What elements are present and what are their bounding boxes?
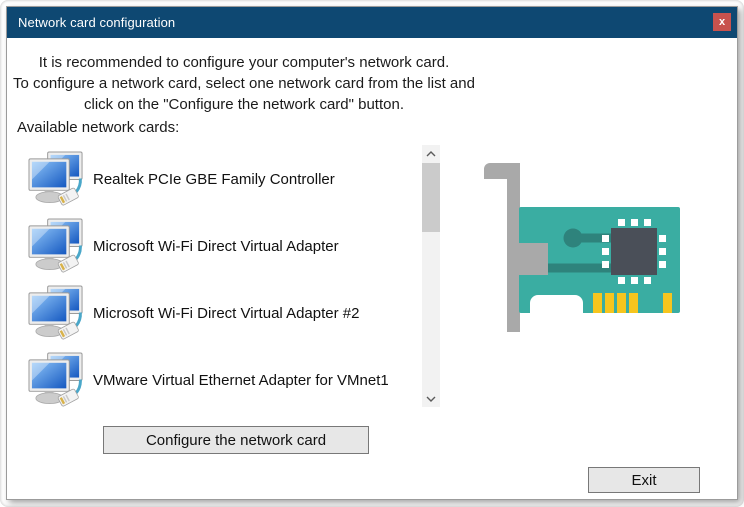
- network-adapter-icon: [28, 151, 83, 206]
- network-card-item[interactable]: Microsoft Wi-Fi Direct Virtual Adapter: [28, 213, 418, 280]
- network-card-item[interactable]: Realtek PCIe GBE Family Controller: [28, 146, 418, 213]
- front-monitor: [28, 225, 70, 258]
- network-card-item[interactable]: VMware Virtual Ethernet Adapter for VMne…: [28, 347, 418, 414]
- card-chip: [611, 228, 657, 275]
- rj45-connector: [57, 312, 82, 340]
- scroll-up-button[interactable]: [422, 145, 440, 162]
- chevron-up-icon: [426, 150, 436, 156]
- network-card-illustration: [484, 163, 680, 332]
- chevron-down-icon: [426, 396, 436, 402]
- rj45-connector: [57, 379, 82, 407]
- network-card-label: Microsoft Wi-Fi Direct Virtual Adapter #…: [93, 305, 360, 322]
- rj45-connector: [57, 245, 82, 273]
- card-traces: [548, 228, 613, 273]
- scrollbar-thumb[interactable]: [422, 163, 440, 232]
- network-adapter-icon: [28, 285, 83, 340]
- network-card-label: VMware Virtual Ethernet Adapter for VMne…: [93, 372, 389, 389]
- network-card-item[interactable]: Microsoft Wi-Fi Direct Virtual Adapter #…: [28, 280, 418, 347]
- front-monitor: [28, 292, 70, 325]
- intro-line-1: It is recommended to configure your comp…: [38, 54, 450, 71]
- card-port: [507, 243, 548, 275]
- network-card-label: Realtek PCIe GBE Family Controller: [93, 171, 335, 188]
- card-gold-pins: [593, 293, 672, 313]
- network-adapter-icon: [28, 218, 83, 273]
- list-label: Available network cards:: [17, 119, 180, 136]
- title-bar[interactable]: Network card configuration x: [7, 7, 737, 38]
- network-adapter-icon: [28, 352, 83, 407]
- exit-button[interactable]: Exit: [588, 467, 700, 493]
- close-button[interactable]: x: [713, 13, 731, 31]
- intro-text: It is recommended to configure your comp…: [9, 52, 479, 115]
- front-monitor: [28, 158, 70, 191]
- scroll-down-button[interactable]: [422, 390, 440, 407]
- dialog-window: Network card configuration x It is recom…: [6, 6, 738, 500]
- card-notch: [530, 295, 583, 321]
- network-card-list: Realtek PCIe GBE Family Controller: [28, 146, 418, 414]
- intro-line-3: click on the "Configure the network card…: [84, 96, 404, 113]
- network-card-label: Microsoft Wi-Fi Direct Virtual Adapter: [93, 238, 339, 255]
- card-bracket: [484, 163, 520, 332]
- configure-button[interactable]: Configure the network card: [103, 426, 369, 454]
- close-x-icon: x: [718, 16, 726, 28]
- window-title: Network card configuration: [18, 15, 176, 30]
- card-chip-pins: [602, 219, 666, 284]
- intro-line-2: To configure a network card, select one …: [13, 75, 475, 92]
- rj45-connector: [57, 178, 82, 206]
- list-scrollbar[interactable]: [422, 145, 440, 407]
- front-monitor: [28, 359, 70, 392]
